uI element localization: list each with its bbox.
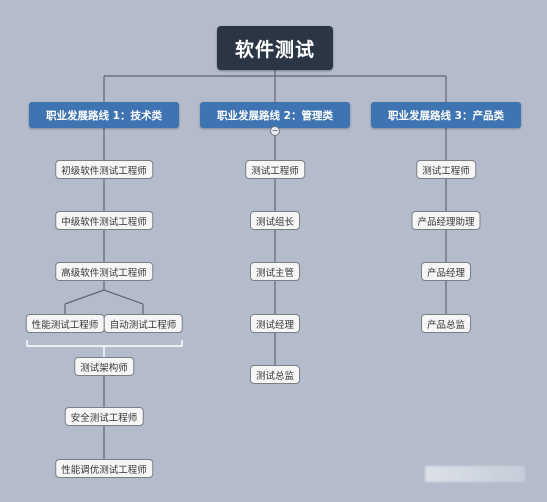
mgmt-node-team-lead[interactable]: 测试组长	[249, 211, 301, 230]
tech-node-mid[interactable]: 中级软件测试工程师	[55, 211, 153, 230]
mgmt-node-engineer[interactable]: 测试工程师	[245, 160, 305, 179]
product-node-assistant[interactable]: 产品经理助理	[411, 211, 481, 230]
product-node-engineer[interactable]: 测试工程师	[416, 160, 476, 179]
mgmt-node-manager[interactable]: 测试经理	[249, 314, 301, 333]
tech-node-junior[interactable]: 初级软件测试工程师	[55, 160, 153, 179]
collapse-toggle-icon[interactable]: −	[270, 126, 280, 136]
tech-node-automation[interactable]: 自动测试工程师	[103, 314, 183, 333]
branch-management[interactable]: 职业发展路线 2：管理类	[200, 102, 350, 128]
tech-node-tuning[interactable]: 性能调优测试工程师	[55, 459, 153, 478]
product-node-director[interactable]: 产品总监	[420, 314, 472, 333]
product-node-manager[interactable]: 产品经理	[420, 262, 472, 281]
branch-technical[interactable]: 职业发展路线 1：技术类	[29, 102, 179, 128]
group-bracket	[26, 340, 183, 357]
tech-node-architect[interactable]: 测试架构师	[74, 357, 134, 376]
watermark	[425, 466, 525, 482]
root-node[interactable]: 软件测试	[217, 26, 333, 70]
branch-product[interactable]: 职业发展路线 3：产品类	[371, 102, 521, 128]
mgmt-node-supervisor[interactable]: 测试主管	[249, 262, 301, 281]
tech-node-senior[interactable]: 高级软件测试工程师	[55, 262, 153, 281]
tech-node-security[interactable]: 安全测试工程师	[64, 407, 144, 426]
mgmt-node-director[interactable]: 测试总监	[249, 365, 301, 384]
tech-node-performance[interactable]: 性能测试工程师	[25, 314, 105, 333]
